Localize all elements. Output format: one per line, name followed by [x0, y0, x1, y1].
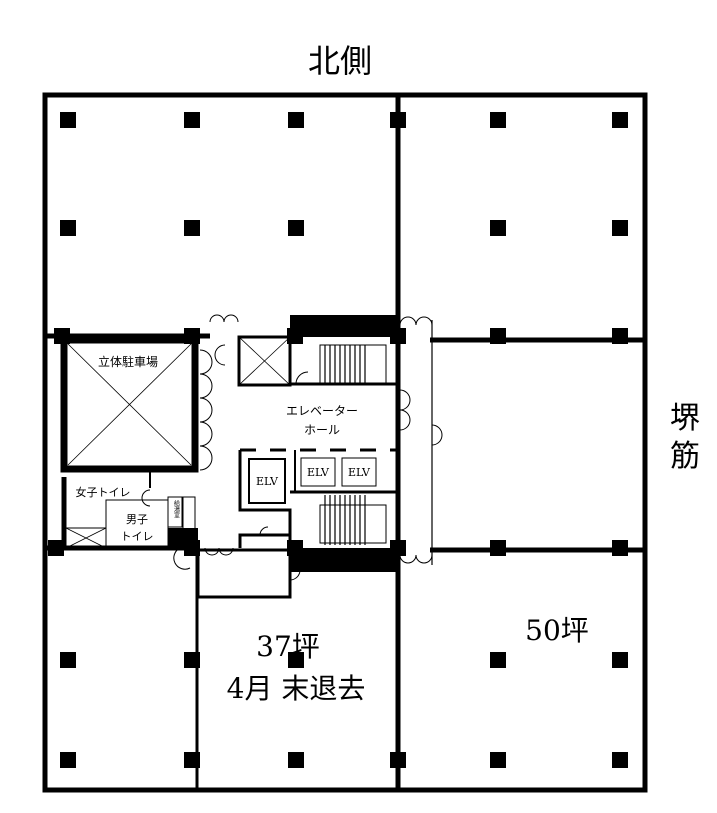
column [60, 220, 76, 236]
stairs-lower [290, 490, 398, 544]
column [60, 652, 76, 668]
column [48, 540, 64, 556]
column [184, 220, 200, 236]
kitchenette-label: 給湯室 [173, 499, 180, 518]
column [60, 112, 76, 128]
elv-label-1: ELV [256, 475, 279, 488]
column [184, 328, 200, 344]
parking-box [60, 336, 199, 473]
column [287, 328, 303, 344]
column [612, 328, 628, 344]
street-label-1: 堺 [670, 401, 700, 436]
column [390, 752, 406, 768]
unit-50-label: 50坪 [525, 614, 589, 647]
street-label-2: 筋 [670, 439, 700, 474]
elv-box-2 [300, 457, 336, 487]
mens-toilet-label-1: 男子 [126, 513, 148, 526]
column [184, 752, 200, 768]
column [612, 220, 628, 236]
column [288, 112, 304, 128]
column [612, 652, 628, 668]
column [490, 752, 506, 768]
unit-37-label: 37坪 [256, 630, 320, 663]
column [184, 540, 200, 556]
column [390, 540, 406, 556]
mens-toilet-label-2: トイレ [121, 530, 154, 543]
shaft-box [237, 335, 292, 387]
column [390, 112, 406, 128]
column [612, 112, 628, 128]
elv-box-1 [248, 458, 286, 504]
columns [48, 112, 628, 768]
column [54, 328, 70, 344]
column [612, 540, 628, 556]
parking-label: 立体駐車場 [98, 354, 158, 369]
column [184, 112, 200, 128]
elevator-hall-label-2: ホール [304, 423, 340, 437]
column [184, 652, 200, 668]
solid-walls [168, 315, 398, 572]
small-room [196, 548, 292, 599]
column [490, 112, 506, 128]
elv-box-3 [341, 457, 377, 487]
womens-toilet-label: 女子トイレ [76, 485, 131, 499]
unit-37-note: 4月 末退去 [227, 672, 366, 705]
column [288, 752, 304, 768]
column [490, 540, 506, 556]
column [287, 540, 303, 556]
elv-label-3: ELV [348, 466, 371, 479]
column [490, 328, 506, 344]
column [288, 220, 304, 236]
outer-wall [42, 92, 648, 793]
column [390, 328, 406, 344]
north-label: 北側 [308, 42, 372, 80]
stairs-upper [290, 344, 398, 386]
column [288, 652, 304, 668]
column [490, 652, 506, 668]
elevator-hall-label-1: エレベーター [286, 404, 358, 418]
elv-label-2: ELV [307, 466, 330, 479]
column [490, 220, 506, 236]
column [612, 752, 628, 768]
column [60, 752, 76, 768]
